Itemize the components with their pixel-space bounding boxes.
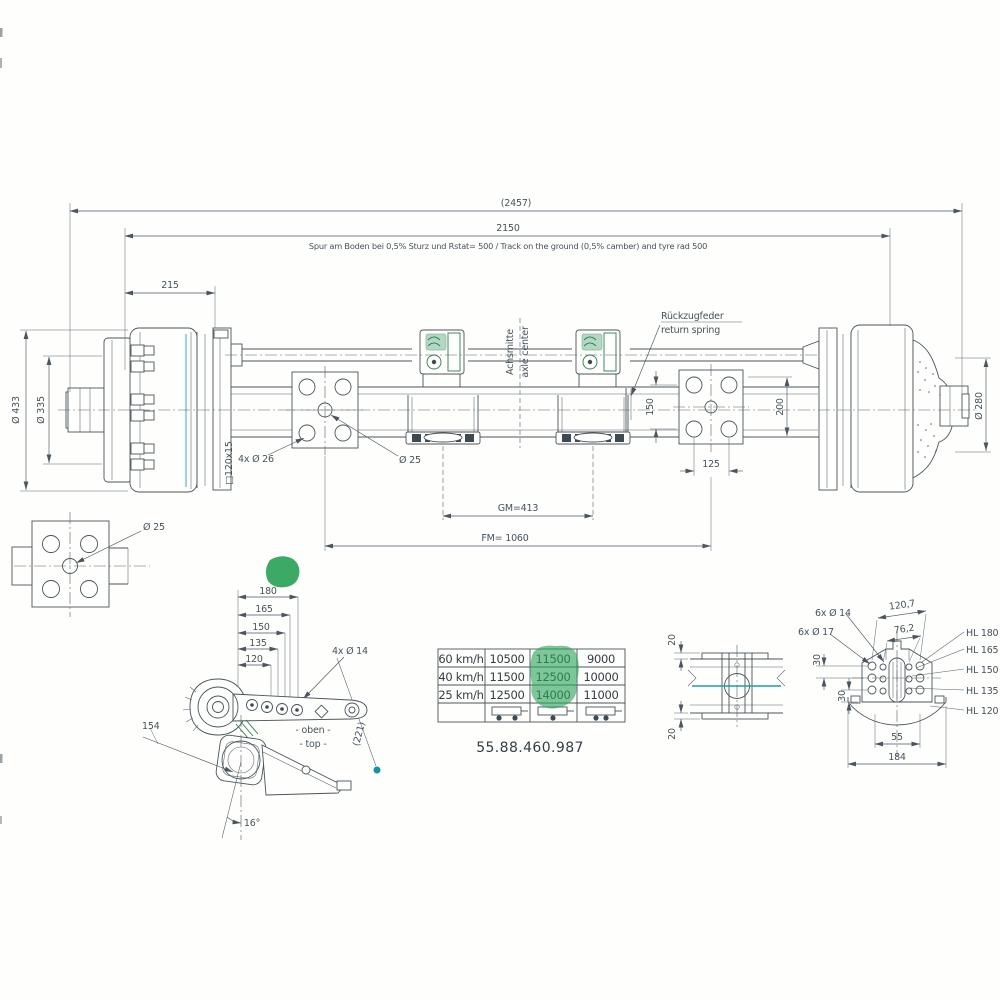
- plate-detail-center-label: Ø 25: [143, 522, 165, 533]
- dim-drum-dia: Ø 433: [11, 396, 22, 424]
- main-view: [58, 318, 976, 493]
- tube-size-label: □120x15: [224, 441, 235, 485]
- dim-55: 55: [891, 732, 903, 743]
- lever-bracket: [261, 744, 352, 796]
- dim-angle: 16°: [244, 818, 260, 829]
- plate-center-label: Ø 25: [399, 455, 421, 466]
- cam-unit-left: [419, 329, 465, 387]
- table-speed-60: 60 km/h: [438, 652, 483, 666]
- spring-seat-left: [405, 395, 481, 445]
- dim-30b: 30: [837, 690, 848, 702]
- table-speed-40: 40 km/h: [438, 670, 483, 684]
- return-spring-en: return spring: [661, 325, 720, 336]
- plate-holes-label: 4x Ø 26: [238, 454, 274, 465]
- slack-adjuster: [182, 678, 368, 739]
- part-number: 55.88.460.987: [476, 740, 584, 756]
- teal-mark: [373, 766, 381, 774]
- dim-bolt-circle: Ø 335: [36, 396, 47, 424]
- dim-20-bottom: 20: [667, 728, 678, 740]
- main-view-labels: □120x15 4x Ø 26 Ø 25 Achsmitte axle cent…: [224, 311, 991, 551]
- highlight-table-column: [530, 645, 579, 709]
- dim-fm: FM= 1060: [481, 533, 528, 544]
- dim-gm: GM=413: [498, 503, 539, 514]
- right-brake-drum: [818, 324, 970, 493]
- dim-76-2: 76,2: [893, 623, 915, 637]
- left-dimensions: Ø 433 Ø 335: [11, 329, 128, 492]
- plate-detail: Ø 25: [11, 512, 165, 617]
- dim-diag: (221): [351, 721, 368, 748]
- casting-stipple: [917, 361, 941, 458]
- right-mounting-plate: [673, 364, 749, 452]
- axle-center-de: Achsmitte: [505, 329, 516, 375]
- table-cell: 11500: [489, 670, 524, 684]
- table-speed-25: 25 km/h: [438, 688, 483, 702]
- tandem-trailer-icon: [585, 706, 622, 721]
- dim-120-7: 120,7: [888, 598, 916, 613]
- hl-120: HL 120: [966, 706, 999, 717]
- top-dimensions: (2457) 2150 Spur am Boden bei 0,5% Sturz…: [69, 198, 963, 396]
- dim-200: 200: [775, 398, 786, 416]
- dim-154: 154: [142, 721, 160, 732]
- hl-165: HL 165: [966, 645, 999, 656]
- left-mounting-plate: [286, 366, 364, 455]
- highlight-lever-dim: [265, 556, 300, 588]
- hanger-bracket-detail: 6x Ø 14 6x Ø 17 120,7 76,2 HL 180 HL 165…: [798, 598, 999, 768]
- spring-seat-right: [555, 395, 631, 445]
- orient-top: - top -: [299, 739, 326, 750]
- hl-135: HL 135: [966, 686, 999, 697]
- track-note: Spur am Boden bei 0,5% Sturz und Rstat= …: [309, 241, 707, 251]
- left-brake-drum: [65, 327, 232, 493]
- dim-r4: 135: [249, 638, 267, 649]
- cam-unit-right: [575, 329, 632, 437]
- lever-detail: 180 165 150 135 120 4x Ø 14: [142, 586, 381, 840]
- dim-track: 2150: [496, 223, 520, 234]
- dim-215: 215: [161, 280, 179, 291]
- dim-overall: (2457): [501, 198, 531, 209]
- center-axle-trailer-icon: [537, 706, 574, 721]
- highlighter-marks: [265, 556, 579, 709]
- dim-r5: 120: [245, 654, 263, 665]
- beam-cross-section: 20 20: [667, 634, 786, 740]
- drawbar-trailer-icon: [491, 706, 528, 721]
- bracket-holes14-label: 6x Ø 14: [815, 608, 851, 619]
- lever-holes-label: 4x Ø 14: [332, 646, 368, 657]
- hl-180: HL 180: [966, 628, 999, 639]
- dim-hub-dia: Ø 280: [974, 392, 985, 420]
- dim-30a: 30: [812, 654, 823, 666]
- dim-plate-h: 125: [702, 459, 720, 470]
- table-cell: 10000: [583, 670, 618, 684]
- scan-artifacts: [0, 28, 3, 824]
- table-cell: 11000: [583, 688, 618, 702]
- bracket-holes17-label: 6x Ø 17: [798, 627, 834, 638]
- return-spring-de: Rückzugfeder: [661, 311, 724, 322]
- table-cell: 10500: [489, 652, 524, 666]
- dim-20-top: 20: [667, 634, 678, 646]
- orient-oben: - oben -: [295, 725, 330, 736]
- dim-r3: 150: [252, 622, 270, 633]
- dim-plate-v: 150: [645, 398, 656, 416]
- dim-r2: 165: [255, 604, 273, 615]
- axle-center-en: axle center: [520, 326, 531, 378]
- dim-r1: 180: [259, 586, 277, 597]
- table-cell: 9000: [587, 652, 615, 666]
- wheel-studs: [130, 344, 155, 471]
- table-cell: 12500: [489, 688, 524, 702]
- hl-150: HL 150: [966, 665, 999, 676]
- dim-184: 184: [888, 752, 906, 763]
